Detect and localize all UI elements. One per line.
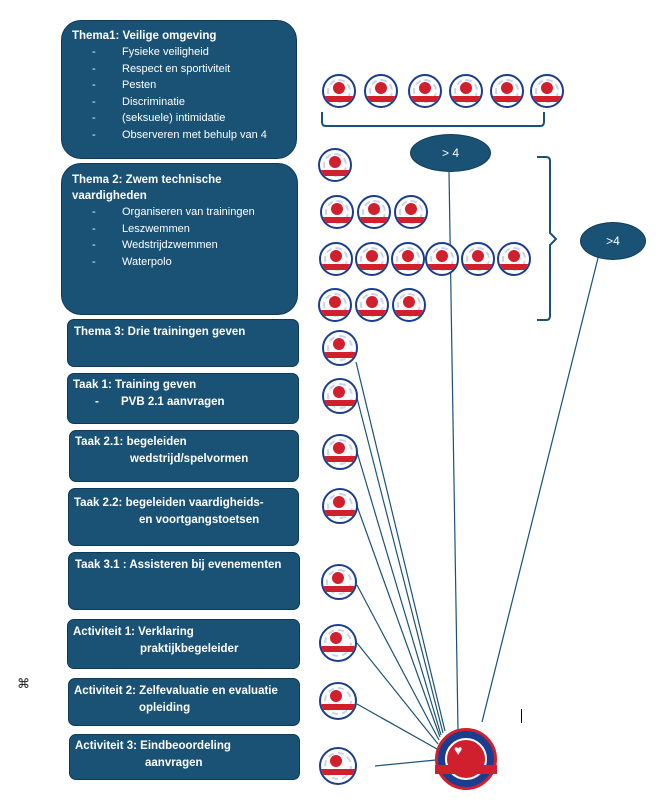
activiteit2-title-line1: Activiteit 2: Zelfevaluatie en evaluatie [74, 685, 278, 697]
bullet-dash: - [92, 112, 96, 124]
thema1-list: - Fysieke veiligheid - Respect en sportivi… [92, 44, 286, 143]
badge-icon [319, 747, 357, 785]
taak22-title-line1: Taak 2.2: begeleiden vaardigheids- [74, 497, 264, 509]
bullet-dash: - [92, 128, 96, 141]
taak21-box: Taak 2.1: begeleiden wedstrijd/spelvorme… [69, 430, 299, 482]
badge-icon [449, 74, 483, 108]
badge-icon [355, 288, 389, 322]
bullet-dash: - [92, 255, 96, 268]
taak1-box: Taak 1: Training geven - PVB 2.1 aanvrage… [67, 373, 299, 424]
oval-more-than-4-right: >4 [580, 222, 646, 260]
badge-icon [318, 288, 352, 322]
oval-more-than-4-top: > 4 [410, 134, 491, 172]
list-item-label: Pesten [122, 79, 157, 91]
activiteit3-title-line2: aanvragen [145, 757, 203, 769]
list-item: - Organiseren van trainingen [92, 204, 287, 221]
badge-icon [364, 74, 398, 108]
list-item-label: Organiseren van trainingen [122, 206, 255, 218]
list-item: - Discriminatie [92, 94, 286, 111]
taak21-title-line1: Taak 2.1: begeleiden [75, 436, 187, 448]
list-item: - Observeren met behulp van 4 [92, 127, 286, 144]
thema1-box: Thema1: Veilige omgeving - Fysieke veilig… [61, 20, 297, 159]
bullet-dash: - [92, 62, 96, 75]
heart-icon: ♥ [454, 742, 463, 758]
badge-icon [318, 148, 352, 182]
final-badge-icon: ♥ [435, 728, 497, 790]
list-item-label: Leszwemmen [122, 222, 190, 235]
badge-icon [319, 624, 357, 662]
list-item-label: Discriminatie [122, 95, 185, 108]
bullet-dash: - [92, 206, 96, 218]
list-item: - Pesten [92, 77, 286, 94]
list-item-label: Wedstrijdzwemmen [122, 239, 218, 251]
taak21-title-line2: wedstrijd/spelvormen [130, 453, 249, 465]
list-item: - Respect en sportiviteit [92, 61, 286, 78]
taak1-title: Taak 1: Training geven [73, 379, 197, 391]
list-item-label: Observeren met behulp van 4 [122, 128, 267, 141]
taak1-item: - PVB 2.1 aanvragen [73, 394, 293, 411]
badge-icon [319, 682, 357, 720]
activiteit3-box: Activiteit 3: Eindbeoordeling aanvragen [69, 734, 300, 780]
badge-icon [322, 434, 358, 470]
list-item: - Leszwemmen [92, 221, 287, 238]
copilot-icon[interactable]: ⌘ [17, 676, 30, 691]
badge-icon [497, 242, 531, 276]
thema1-title: Thema1: Veilige omgeving [72, 30, 217, 42]
thema3-box: Thema 3: Drie trainingen geven [67, 319, 299, 367]
list-item: - (seksuele) intimidatie [92, 110, 286, 127]
badge-icon [391, 242, 425, 276]
badge-icon [394, 195, 428, 229]
taak22-box: Taak 2.2: begeleiden vaardigheids- en vo… [68, 488, 299, 546]
list-item-label: Respect en sportiviteit [122, 62, 231, 75]
bullet-dash: - [92, 222, 96, 235]
bullet-dash: - [95, 396, 99, 408]
badge-icon [357, 195, 391, 229]
thema2-title: Thema 2: Zwem technische vaardigheden [72, 172, 287, 204]
taak31-title: Taak 3.1 : Assisteren bij evenementen [75, 559, 282, 571]
badge-icon [392, 288, 426, 322]
list-item: - Fysieke veiligheid [92, 44, 286, 61]
badge-icon [322, 488, 358, 524]
badge-icon [321, 564, 357, 600]
badge-icon [425, 242, 459, 276]
bullet-dash: - [92, 95, 96, 108]
badge-icon [320, 195, 354, 229]
badge-icon [319, 242, 353, 276]
badge-icon [322, 330, 358, 366]
activiteit1-box: Activiteit 1: Verklaring praktijkbegelei… [67, 619, 300, 669]
bullet-dash: - [92, 79, 96, 91]
list-item-label: Waterpolo [122, 255, 172, 268]
bullet-dash: - [92, 239, 96, 251]
activiteit2-title-line2: opleiding [139, 702, 191, 714]
thema2-box: Thema 2: Zwem technische vaardigheden - Or… [61, 163, 298, 315]
taak1-item-label: PVB 2.1 aanvragen [121, 396, 225, 408]
badge-icon [322, 74, 356, 108]
taak31-box: Taak 3.1 : Assisteren bij evenementen [68, 552, 300, 610]
text-cursor [521, 709, 522, 723]
list-item-label: (seksuele) intimidatie [122, 112, 226, 124]
list-item-label: Fysieke veiligheid [122, 46, 209, 58]
badge-icon [355, 242, 389, 276]
activiteit3-title-line1: Activiteit 3: Eindbeoordeling [75, 740, 231, 752]
badge-icon [408, 74, 442, 108]
badge-icon [322, 378, 358, 414]
bullet-dash: - [92, 46, 96, 58]
badge-icon [461, 242, 495, 276]
activiteit1-title-line2: praktijkbegeleider [140, 643, 239, 655]
activiteit1-title-line1: Activiteit 1: Verklaring [73, 626, 194, 638]
list-item: - Waterpolo [92, 254, 287, 271]
thema3-title: Thema 3: Drie trainingen geven [74, 326, 246, 338]
thema2-title-line2: vaardigheden [72, 190, 147, 202]
activiteit2-box: Activiteit 2: Zelfevaluatie en evaluatie… [68, 678, 300, 726]
taak22-title-line2: en voortgangstoetsen [139, 514, 260, 526]
badge-icon [530, 74, 564, 108]
thema2-title-line1: Thema 2: Zwem technische [72, 174, 222, 186]
list-item: - Wedstrijdzwemmen [92, 237, 287, 254]
thema2-list: -Organiseren van trainingen -Leszwemmen … [92, 204, 287, 270]
badge-icon [490, 74, 524, 108]
